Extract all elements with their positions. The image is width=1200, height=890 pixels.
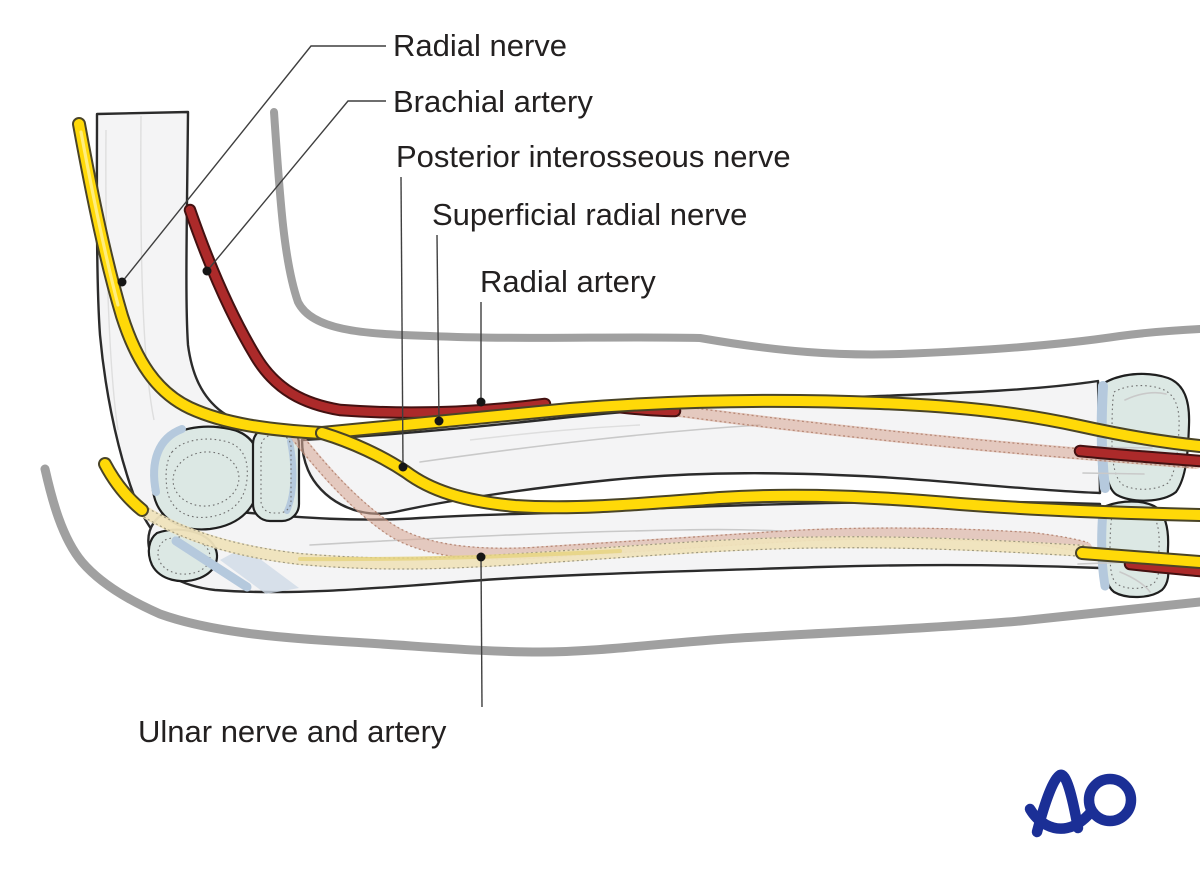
label-text: Ulnar nerve and artery	[138, 714, 447, 749]
label-text: Radial nerve	[393, 28, 567, 63]
ao-logo	[1024, 769, 1137, 838]
ao-logo-swoosh	[1024, 803, 1097, 834]
brachial-artery-path	[183, 203, 552, 419]
ao-logo-letter-a	[1031, 769, 1084, 838]
skin-contour-lower	[40, 464, 1200, 657]
label-brachial-artery: Brachial artery	[202, 84, 593, 276]
elbow-cartilage	[147, 425, 301, 594]
skin-outline	[40, 108, 1200, 657]
label-radial-artery: Radial artery	[476, 264, 656, 407]
label-radial-nerve: Radial nerve	[117, 28, 567, 287]
superficial-radial-nerve-path	[315, 393, 1200, 453]
label-posterior-interosseous-nerve: Posterior interosseous nerve	[396, 139, 791, 472]
label-text: Radial artery	[480, 264, 656, 299]
distal-ulnar-artery-path	[1123, 557, 1200, 578]
label-ulnar-nerve-and-artery: Ulnar nerve and artery	[138, 552, 486, 749]
annotations: Radial nerve Brachial artery Posterior i…	[117, 28, 791, 749]
label-text: Brachial artery	[393, 84, 593, 119]
radius-bone	[300, 379, 1102, 515]
ulnar-nerve-band	[140, 502, 1085, 570]
distal-radial-artery-path	[1073, 444, 1200, 468]
ulnar-nerve-proximal-path	[98, 457, 149, 517]
label-text: Posterior interosseous nerve	[396, 139, 791, 174]
label-text: Superficial radial nerve	[432, 197, 747, 232]
distal-ulnar-nerve-path	[1075, 546, 1200, 569]
radial-nerve-path	[72, 117, 329, 440]
skin-contour-upper	[270, 108, 1200, 359]
ao-logo-letter-o	[1083, 773, 1137, 827]
annular-ligament-band	[171, 536, 252, 592]
posterior-interosseous-nerve-path	[315, 426, 1200, 522]
label-superficial-radial-nerve: Superficial radial nerve	[432, 197, 747, 426]
